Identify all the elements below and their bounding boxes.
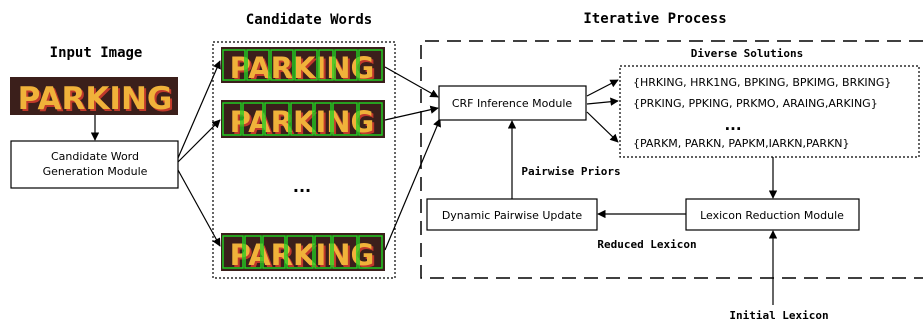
- candidate-words-heading: Candidate Words: [246, 12, 372, 28]
- candidate-2-to-crf-arrow: [384, 105, 439, 121]
- input-word-image: PARKING PARKING: [10, 77, 178, 119]
- candidate-words-container: [212, 41, 396, 279]
- crf-inference-box: [438, 85, 587, 121]
- candidate-1-shadow: PARKING: [232, 53, 377, 87]
- candidate-generation-label-line1: Candidate Word: [51, 150, 139, 163]
- dynamic-pairwise-label: Dynamic Pairwise Update: [442, 209, 583, 222]
- solution-set-2: {PRKING, PPKING, PRKMO, ARAING,ARKING}: [633, 97, 878, 110]
- input-word-shadow: PARKING: [20, 83, 175, 119]
- candidate-2-text: PARKING: [230, 105, 375, 139]
- lexicon-reduction-label: Lexicon Reduction Module: [700, 209, 844, 222]
- generator-to-candidate-1-arrow: [177, 60, 221, 159]
- candidate-generation-label-line2: Generation Module: [43, 165, 148, 178]
- reduced-lexicon-label: Reduced Lexicon: [597, 238, 696, 251]
- solution-set-1: {HRKING, HRK1NG, BPKING, BPKIMG, BRKING}: [633, 76, 891, 89]
- candidate-word-image-3: PARKING PARKING: [221, 233, 385, 274]
- candidate-1-to-crf-arrow: [384, 66, 439, 98]
- crf-to-solution-2-arrow: [586, 97, 619, 106]
- dynamic-pairwise-box: [426, 198, 598, 231]
- input-word-text: PARKING: [18, 81, 173, 117]
- pairwise-priors-label: Pairwise Priors: [521, 165, 620, 178]
- candidate-word-image-1: PARKING PARKING: [221, 47, 385, 87]
- candidate-word-image-2: PARKING PARKING: [221, 100, 385, 141]
- candidate-ellipsis: ...: [293, 177, 311, 196]
- input-image-heading: Input Image: [50, 45, 143, 61]
- crf-to-solution-3-arrow: [586, 111, 619, 143]
- candidate-3-to-crf-arrow: [384, 118, 441, 251]
- initial-lexicon-label: Initial Lexicon: [729, 309, 828, 322]
- iterative-process-heading: Iterative Process: [583, 11, 726, 27]
- diverse-solutions-container: [619, 65, 920, 158]
- crf-inference-label: CRF Inference Module: [452, 97, 573, 110]
- candidate-generation-box: [10, 140, 179, 189]
- candidate-3-text: PARKING: [230, 238, 375, 272]
- crf-to-solution-1-arrow: [586, 79, 619, 97]
- diverse-solutions-heading: Diverse Solutions: [691, 47, 804, 60]
- iterative-process-container: [420, 40, 923, 279]
- generator-to-candidate-3-arrow: [177, 169, 221, 247]
- solution-set-3: {PARKM, PARKN, PAPKM,IARKN,PARKN}: [633, 137, 850, 150]
- generator-to-candidate-2-arrow: [177, 119, 221, 163]
- solution-ellipsis: ...: [724, 116, 741, 134]
